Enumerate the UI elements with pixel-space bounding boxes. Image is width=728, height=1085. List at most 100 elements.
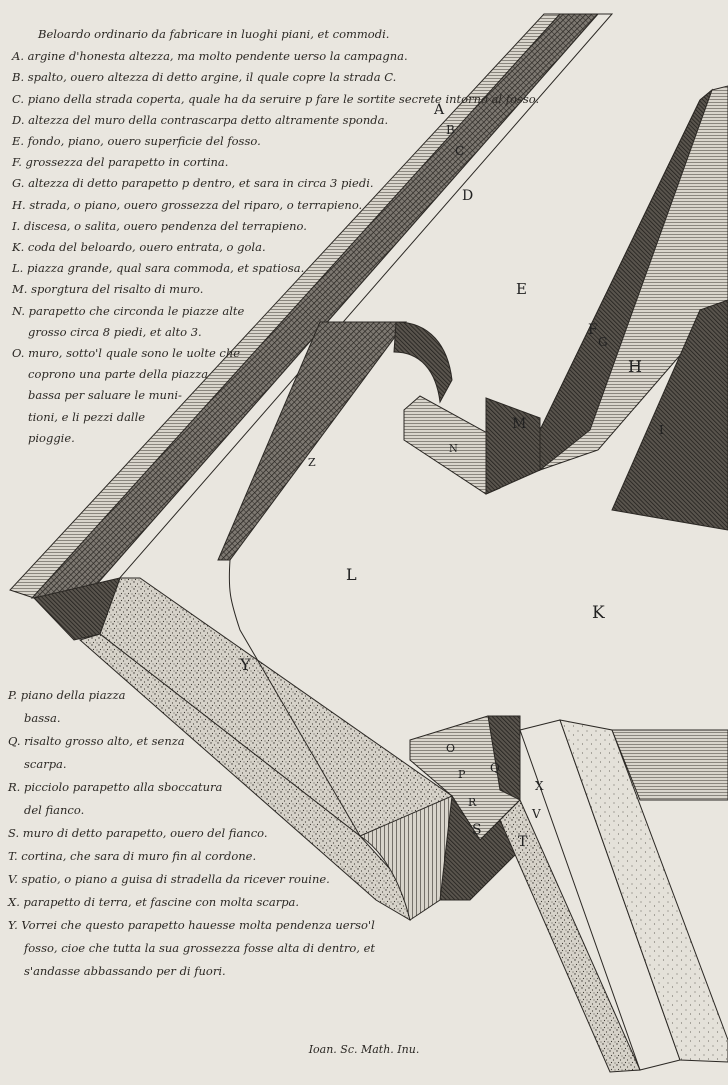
plan-letter-r: R <box>468 796 477 809</box>
legend-key: I <box>12 218 17 233</box>
legend-entry: N. parapetto che circonda le piazze alte <box>12 303 245 318</box>
legend-text: spalto, ouero altezza di detto argine, i… <box>27 70 397 85</box>
legend-key: G <box>12 176 21 191</box>
legend-text: parapetto che circonda le piazze alte <box>28 303 245 318</box>
legend-entry-continuation: fosso, cioe che tutta la sua grossezza f… <box>8 937 375 960</box>
signature: Ioan. Sc. Math. Inu. <box>308 1043 420 1056</box>
plan-letter-z: Z <box>308 456 316 469</box>
legend-entry: K. coda del beloardo, ouero entrata, o g… <box>12 240 266 255</box>
legend-top: Beloardo ordinario da fabricare in luogh… <box>12 24 539 449</box>
legend-text: bassa per saluare le muni- <box>28 388 182 403</box>
legend-text: altezza del muro della contrascarpa dett… <box>28 112 389 127</box>
legend-key: D <box>12 112 21 127</box>
legend-entry: C. piano della strada coperta, quale ha … <box>12 91 540 106</box>
right-terrapieno-lower <box>611 729 728 801</box>
legend-key: T <box>8 849 14 863</box>
legend-entry: R. picciolo parapetto alla sboccatura <box>8 780 223 794</box>
plan-letter-c: C <box>455 144 464 158</box>
legend-key: A <box>12 49 21 64</box>
upper-flank-orillon <box>393 321 453 404</box>
legend-entry: F. grossezza del parapetto in cortina. <box>12 155 229 170</box>
legend-text: fosso, cioe che tutta la sua grossezza f… <box>24 941 376 955</box>
spatio-v <box>499 799 641 1073</box>
legend-text: piano della piazza <box>20 688 126 702</box>
plan-letter-n: N <box>449 444 458 455</box>
legend-entry-continuation: bassa per saluare le muni- <box>12 385 539 406</box>
legend-entry-continuation: bassa. <box>8 707 375 730</box>
legend-text: Vorrei che questo parapetto hauesse molt… <box>21 918 375 932</box>
plan-letter-g: G <box>598 335 608 349</box>
legend-text: piano della strada coperta, quale ha da … <box>27 91 540 106</box>
legend-key: X <box>8 895 17 909</box>
plan-letter-m: M <box>512 416 526 432</box>
terrapieno-slope <box>611 299 728 531</box>
legend-text: coda del beloardo, ouero entrata, o gola… <box>27 240 266 255</box>
plan-letter-y: Y <box>239 655 251 674</box>
legend-key: B <box>12 70 21 85</box>
legend-text: piazza grande, qual sara commoda, et spa… <box>26 261 305 276</box>
legend-entry-continuation: s'andasse abbassando per di fuori. <box>8 960 375 983</box>
legend-entry: Y. Vorrei che questo parapetto hauesse m… <box>8 918 375 932</box>
legend-entry: Q. risalto grosso alto, et senza <box>8 734 185 748</box>
legend-entry: I. discesa, o salita, ouero pendenza del… <box>12 218 307 233</box>
plan-letter-o: O <box>446 742 455 755</box>
legend-entry-continuation: tioni, e li pezzi dalle <box>12 407 539 428</box>
legend-entry-continuation: scarpa. <box>8 753 375 776</box>
legend-entry: O. muro, sotto'l quale sono le uolte che <box>12 346 241 361</box>
legend-text: altezza di detto parapetto p dentro, et … <box>28 176 374 191</box>
plan-letters: A B C D E F G H I M N Z L K Y O P Q R S … <box>239 102 664 850</box>
plan-letter-d: D <box>462 188 473 204</box>
legend-key: N <box>12 303 22 318</box>
legend-key: F <box>12 155 19 170</box>
plate-title: Beloardo ordinario da fabricare in luogh… <box>38 27 390 41</box>
legend-key: O <box>12 346 21 361</box>
legend-text: grossezza del parapetto in cortina. <box>25 155 229 170</box>
legend-text: coprono una parte della piazza <box>28 367 209 382</box>
legend-text: parapetto di terra, et fascine con molta… <box>23 895 300 909</box>
legend-entry: X. parapetto di terra, et fascine con mo… <box>8 895 300 909</box>
legend-key: M <box>12 282 24 297</box>
legend-entry-continuation: pioggie. <box>12 428 539 449</box>
plan-letter-v: V <box>531 807 541 821</box>
parapet-x <box>559 719 728 1063</box>
plaza-outline <box>218 559 361 837</box>
legend-text: fondo, piano, ouero superficie del fosso… <box>27 134 261 149</box>
legend-top-rows: A. argine d'honesta altezza, ma molto pe… <box>12 46 539 449</box>
legend-text: spatio, o piano a guisa di stradella da … <box>21 872 330 886</box>
legend-entry: M. sporgtura del risalto di muro. <box>12 282 204 297</box>
legend-bottom: P. piano della piazza bassa. Q. risalto gr… <box>8 684 375 983</box>
plan-letter-f: F <box>588 322 598 338</box>
legend-entry: V. spatio, o piano a guisa di stradella … <box>8 872 330 886</box>
legend-key: Q <box>8 734 17 748</box>
legend-text: argine d'honesta altezza, ma molto pende… <box>27 49 408 64</box>
legend-key: Y <box>8 918 15 932</box>
legend-entry: B. spalto, ouero altezza di detto argine… <box>12 70 397 85</box>
legend-entry: P. piano della piazza <box>8 688 126 702</box>
plan-letter-p: P <box>458 768 466 781</box>
plan-letter-i: I <box>659 423 664 437</box>
legend-text: sporgtura del risalto di muro. <box>31 282 204 297</box>
legend-entry: L. piazza grande, qual sara commoda, et … <box>12 261 305 276</box>
plan-letter-e: E <box>516 280 527 298</box>
legend-text: s'andasse abbassando per di fuori. <box>24 964 226 978</box>
legend-entry-continuation: del fianco. <box>8 799 375 822</box>
legend-text: muro, sotto'l quale sono le uolte che <box>28 346 241 361</box>
legend-text: scarpa. <box>24 757 67 771</box>
legend-text: tioni, e li pezzi dalle <box>28 409 146 424</box>
legend-key: C <box>12 91 21 106</box>
legend-text: picciolo parapetto alla sboccatura <box>23 780 223 794</box>
legend-key: K <box>12 240 21 255</box>
legend-key: S <box>8 826 16 840</box>
plan-letter-s: S <box>472 822 482 838</box>
legend-text: del fianco. <box>24 803 85 817</box>
legend-text: muro di detto parapetto, ouero del fianc… <box>22 826 268 840</box>
plan-letter-t: T <box>518 834 528 850</box>
legend-text: risalto grosso alto, et senza <box>24 734 185 748</box>
legend-entry: S. muro di detto parapetto, ouero del fi… <box>8 826 268 840</box>
legend-key: V <box>8 872 15 886</box>
legend-text: strada, o piano, ouero grossezza del rip… <box>29 197 363 212</box>
legend-key: E <box>12 134 21 149</box>
risalto-muro <box>485 397 541 495</box>
legend-entry: G. altezza di detto parapetto p dentro, … <box>12 176 374 191</box>
